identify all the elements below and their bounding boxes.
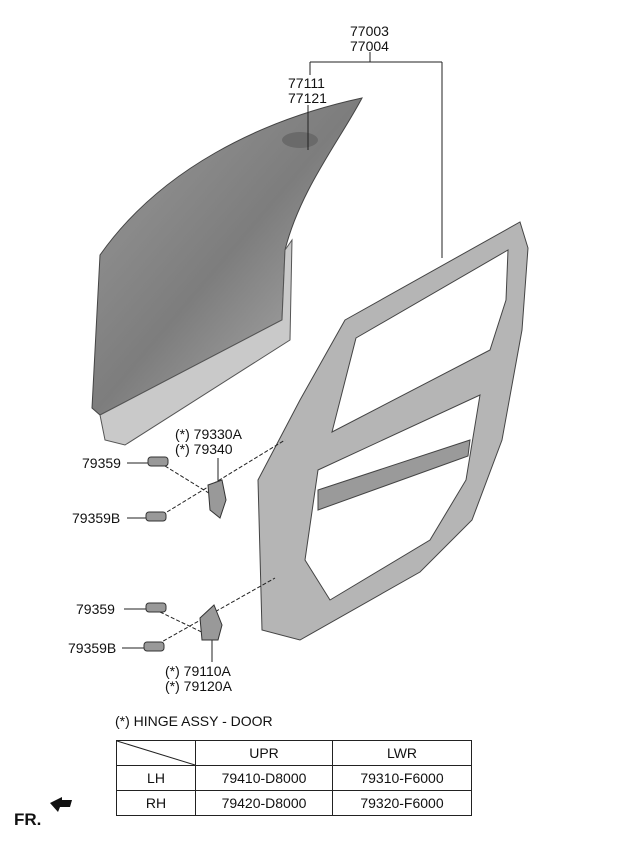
- table-header-row: UPR LWR: [116, 740, 472, 766]
- bolt-icon: [145, 511, 167, 522]
- door-outer-panel: [91, 97, 363, 446]
- side-cell: LH: [116, 765, 196, 791]
- label-bolt-upper-2: 79359B: [72, 510, 121, 526]
- corner-cell: [116, 740, 196, 766]
- front-direction-label: FR.: [14, 810, 42, 829]
- part-cell: 79310-F6000: [332, 765, 472, 791]
- lower-hinge-icon: [199, 604, 223, 641]
- table-row: LH 79410-D8000 79310-F6000: [116, 765, 472, 791]
- column-header: UPR: [195, 740, 333, 766]
- part-cell: 79420-D8000: [195, 790, 333, 816]
- hinge-table: UPR LWR LH 79410-D8000 79310-F6000 RH 79…: [116, 740, 472, 816]
- door-frame: [257, 221, 529, 641]
- leader-lines: [122, 52, 443, 662]
- hinge-table-caption: (*) HINGE ASSY - DOOR: [115, 713, 273, 729]
- label-bolt-lower-2: 79359B: [68, 640, 117, 656]
- upper-hinge-icon: [207, 479, 227, 519]
- label-bolt-upper-1: 79359: [82, 455, 121, 471]
- side-cell: RH: [116, 790, 196, 816]
- bolt-icon: [147, 456, 169, 467]
- label-upper-hinge: (*) 79330A(*) 79340: [175, 426, 242, 457]
- bolt-icon: [145, 602, 167, 613]
- column-header: LWR: [332, 740, 472, 766]
- part-cell: 79410-D8000: [195, 765, 333, 791]
- label-bolt-lower-1: 79359: [76, 601, 115, 617]
- hardware: [143, 456, 227, 652]
- bolt-icon: [143, 641, 165, 652]
- front-arrow-icon: [50, 797, 72, 812]
- table-row: RH 79420-D8000 79320-F6000: [116, 790, 472, 816]
- part-cell: 79320-F6000: [332, 790, 472, 816]
- label-lower-hinge: (*) 79110A(*) 79120A: [165, 663, 232, 694]
